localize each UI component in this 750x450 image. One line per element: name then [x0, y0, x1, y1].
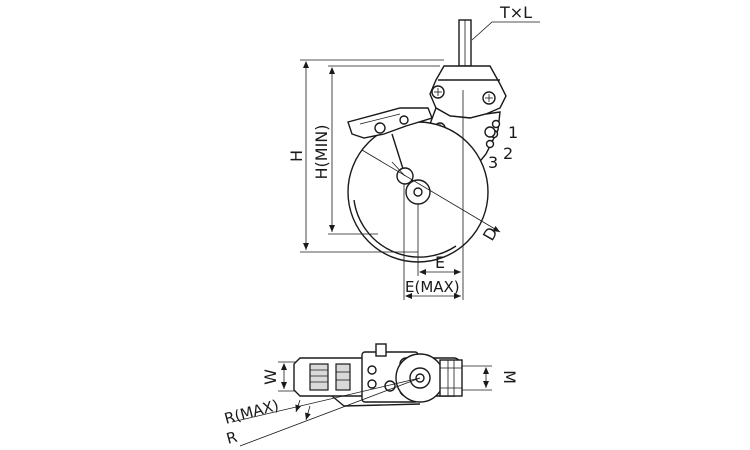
- label-d: D: [479, 224, 502, 244]
- brake-lever: [347, 107, 433, 139]
- hole-3: [485, 139, 495, 149]
- top-view: W M R(MAX) R: [222, 343, 519, 448]
- diameter-line: [361, 149, 501, 233]
- label-h-min: H(MIN): [312, 124, 331, 179]
- brake-pedal: [293, 357, 373, 397]
- label-e-max: E(MAX): [405, 278, 460, 296]
- side-view: T×L H H(MIN) D 1 2 3 E E(MAX): [287, 3, 540, 300]
- label-r-max: R(MAX): [222, 396, 280, 428]
- label-r: R: [224, 428, 239, 448]
- txl-leader: [471, 21, 540, 41]
- r-max-line: [231, 377, 421, 423]
- label-n3: 3: [488, 153, 498, 172]
- label-n1: 1: [508, 123, 518, 142]
- label-n2: 2: [503, 144, 513, 163]
- label-txl: T×L: [499, 3, 532, 22]
- label-w: W: [261, 369, 280, 385]
- hole-1: [491, 119, 501, 129]
- label-h: H: [287, 150, 306, 162]
- label-e: E: [435, 253, 445, 272]
- label-m: M: [500, 370, 519, 384]
- r-line: [239, 377, 421, 447]
